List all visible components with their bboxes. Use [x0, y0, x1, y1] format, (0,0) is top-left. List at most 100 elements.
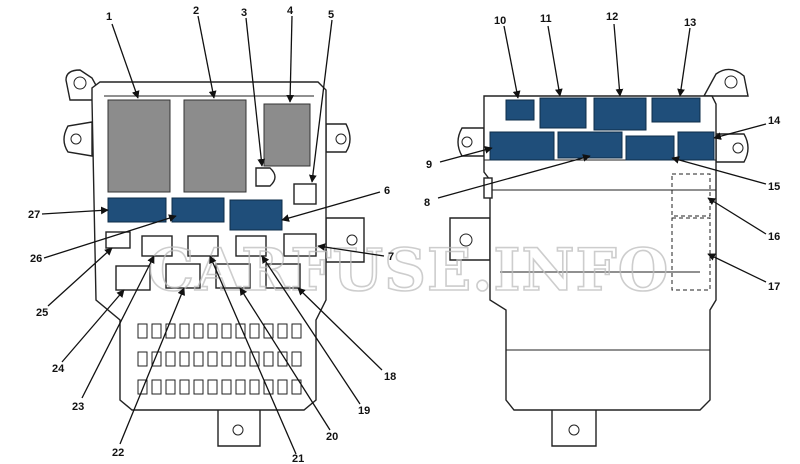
- leader-2: [197, 15, 217, 99]
- callout-5: 5: [328, 9, 334, 21]
- leader-1: [111, 23, 140, 99]
- callout-11: 11: [540, 13, 552, 25]
- mini-fuse-slot: [263, 323, 274, 339]
- right-box-top-ear: [702, 68, 749, 97]
- mini-fuse-slot: [137, 379, 148, 395]
- right-box-side-clip: [483, 177, 493, 199]
- leader-21: [209, 255, 297, 455]
- mini-fuse-slot: [179, 351, 190, 367]
- callout-19: 19: [358, 405, 370, 417]
- fuse-10: [505, 99, 535, 121]
- mini-fuse-slot: [221, 379, 232, 395]
- mini-fuse-slot: [207, 379, 218, 395]
- leader-15: [671, 156, 767, 185]
- mini-fuse-slot: [193, 323, 204, 339]
- leader-25: [47, 247, 113, 307]
- callout-12: 12: [606, 11, 618, 23]
- fuse-8: [557, 131, 623, 159]
- mini-fuse-slot: [263, 351, 274, 367]
- mini-fuse-slot: [137, 323, 148, 339]
- relay-1: [107, 99, 171, 193]
- right-tab-hole: [459, 233, 473, 247]
- right-box-right-ear: [715, 133, 749, 163]
- leader-26: [43, 214, 177, 259]
- leader-14: [713, 123, 767, 140]
- watermark: CARFUSE.INFO: [148, 236, 669, 304]
- leader-23: [81, 255, 155, 399]
- right-ear-hole-top: [724, 75, 738, 89]
- fuse-9: [489, 131, 555, 161]
- callout-14: 14: [768, 115, 781, 127]
- mini-fuse-slot: [137, 351, 148, 367]
- callout-13: 13: [684, 17, 696, 29]
- right-ear-hole-right: [732, 142, 744, 154]
- callout-15: 15: [768, 181, 780, 193]
- leader-11: [547, 25, 563, 97]
- mini-fuse-slot: [249, 323, 260, 339]
- relay-24: [115, 265, 151, 291]
- relay-5: [293, 183, 317, 205]
- relay-19: [235, 235, 267, 257]
- mini-fuse-slot: [291, 323, 302, 339]
- leader-3: [245, 17, 266, 167]
- relay-18: [265, 263, 301, 289]
- mini-fuse-slot: [235, 323, 246, 339]
- left-box-side-ear: [63, 121, 93, 157]
- leader-5: [308, 19, 333, 183]
- callout-23: 23: [72, 401, 84, 413]
- mini-fuse-slot: [193, 379, 204, 395]
- slot-16: [671, 173, 711, 217]
- leader-4: [286, 15, 295, 103]
- callout-18: 18: [384, 371, 396, 383]
- right-box-bottom-tab: [551, 407, 597, 447]
- fuse-13: [651, 97, 701, 123]
- leader-17: [707, 253, 767, 283]
- mini-fuse-slot: [249, 379, 260, 395]
- leader-24: [61, 289, 125, 363]
- mini-fuse-slot: [263, 379, 274, 395]
- relay-7: [283, 233, 317, 257]
- mini-fuse-slot: [165, 379, 176, 395]
- callout-labels: 1 2 3 4 5 6 7 8 9 10 11 12 13 14 15 16 1…: [28, 5, 781, 464]
- callout-1: 1: [106, 11, 112, 23]
- leader-20: [239, 287, 331, 431]
- mini-fuse-slot: [291, 351, 302, 367]
- mini-fuse-slot: [207, 323, 218, 339]
- leader-22: [119, 287, 185, 445]
- leader-9: [439, 146, 493, 163]
- left-tab-hole: [346, 234, 358, 246]
- callout-26: 26: [30, 253, 42, 265]
- mini-fuse-slot: [193, 351, 204, 367]
- left-box-right-ear: [325, 123, 351, 153]
- callout-25: 25: [36, 307, 48, 319]
- mini-fuse-slot: [221, 351, 232, 367]
- mini-fuse-slot: [277, 351, 288, 367]
- callout-27: 27: [28, 209, 40, 221]
- leader-6: [281, 191, 381, 222]
- leader-18: [297, 287, 383, 371]
- relay-4: [263, 103, 311, 167]
- relay-21: [187, 235, 219, 257]
- callout-3: 3: [241, 7, 247, 19]
- callout-20: 20: [326, 431, 338, 443]
- mini-fuse-slot: [151, 351, 162, 367]
- left-ear-hole-right: [335, 133, 347, 145]
- left-bottom-hole: [232, 424, 244, 436]
- callout-22: 22: [112, 447, 124, 459]
- right-bottom-hole: [568, 424, 580, 436]
- mini-fuse-slot: [179, 323, 190, 339]
- callout-17: 17: [768, 281, 780, 293]
- callout-8: 8: [424, 197, 430, 209]
- leader-19: [261, 255, 361, 405]
- fuse-27: [107, 197, 167, 223]
- relay-23: [141, 235, 173, 257]
- fuse-11: [539, 97, 587, 129]
- mini-fuse-slot: [165, 351, 176, 367]
- callout-2: 2: [193, 5, 199, 17]
- left-ear-hole-top: [73, 76, 87, 90]
- relay-22: [165, 263, 201, 289]
- mini-fuse-grid: [137, 323, 302, 395]
- mini-fuse-slot: [179, 379, 190, 395]
- callout-16: 16: [768, 231, 780, 243]
